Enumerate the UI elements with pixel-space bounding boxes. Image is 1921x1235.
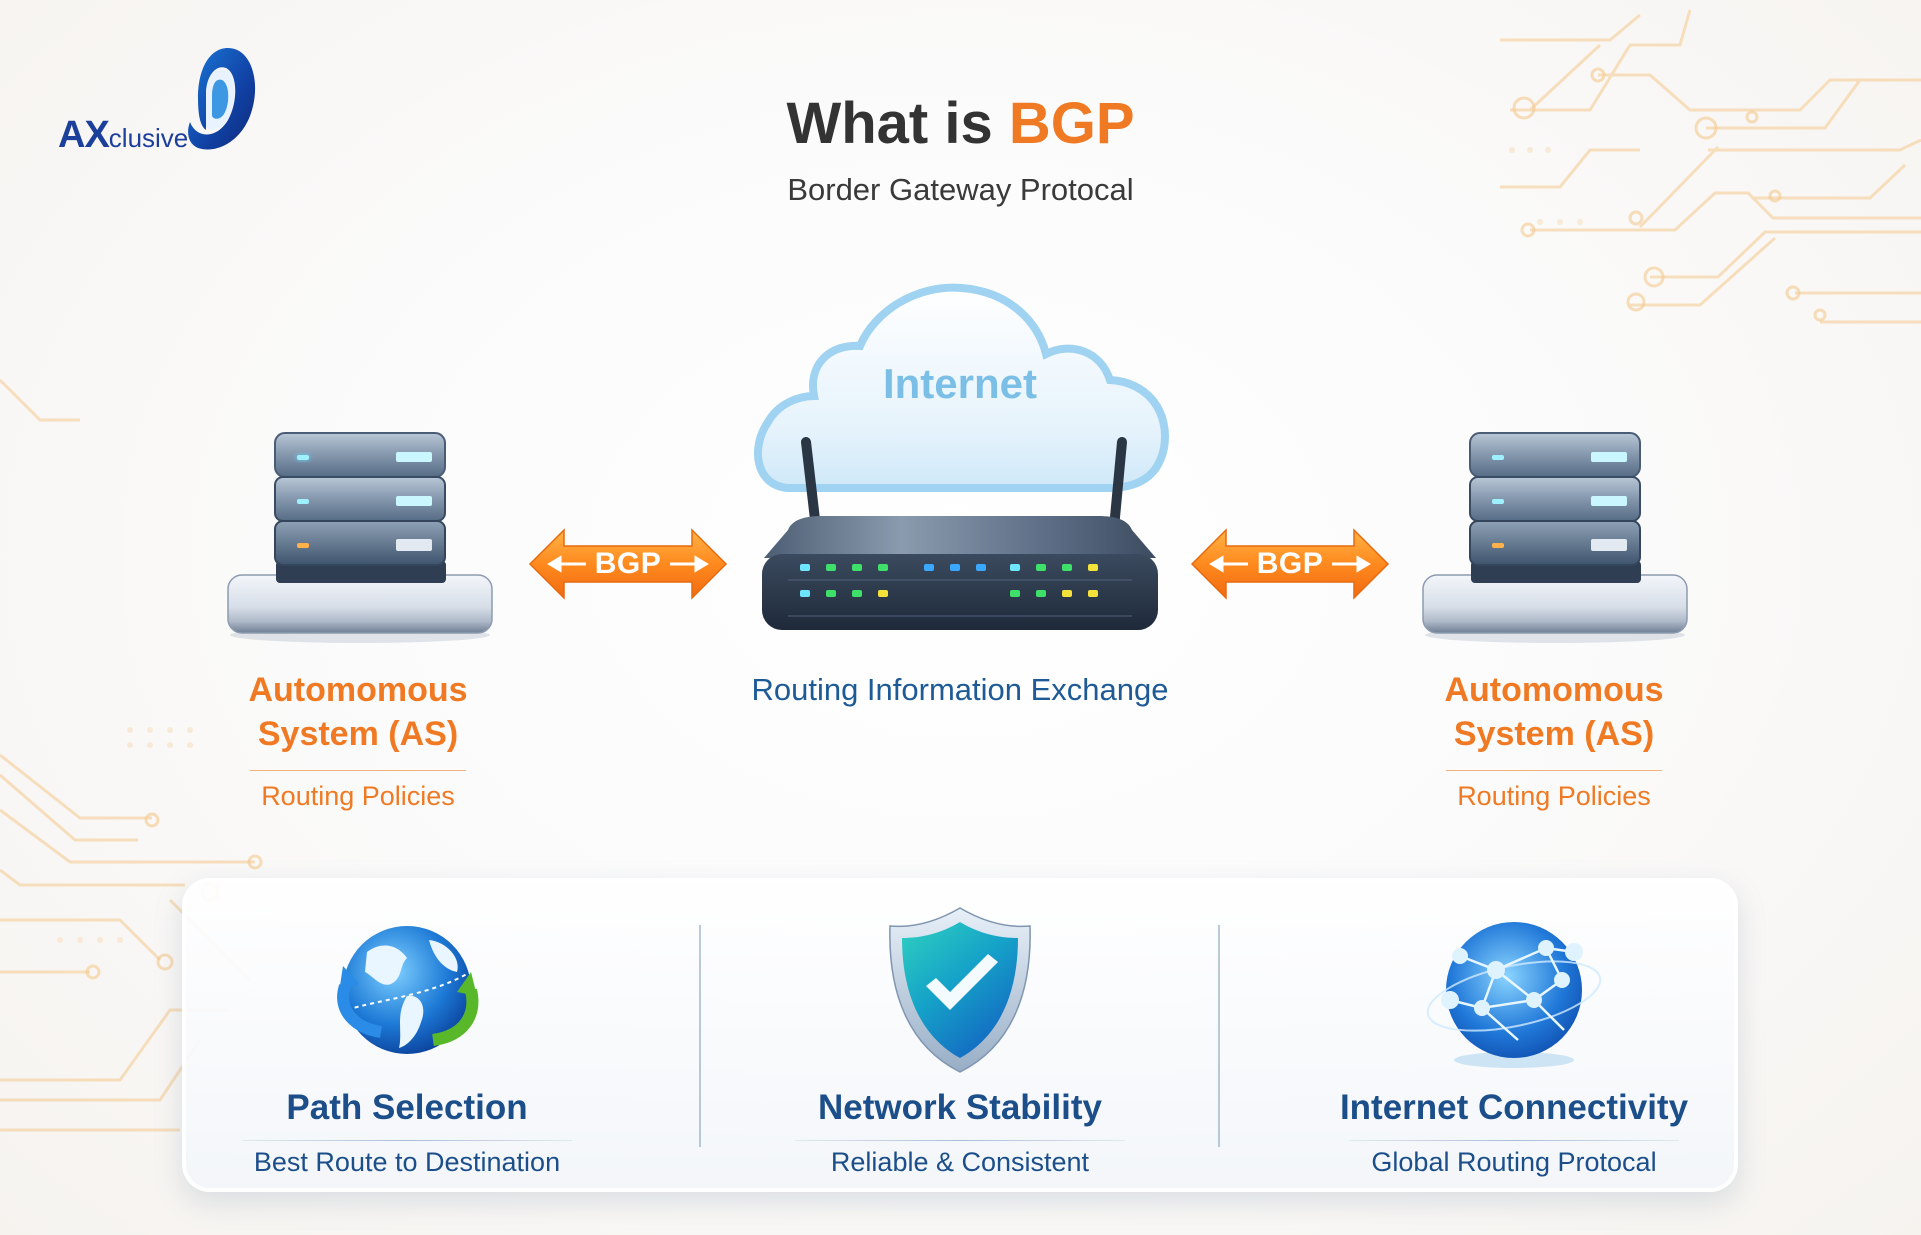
feature-subtitle: Global Routing Protocal	[1371, 1147, 1657, 1177]
router-led	[826, 564, 836, 571]
router-led	[976, 564, 986, 571]
router-led	[1036, 590, 1046, 597]
as-divider	[250, 770, 466, 771]
page-subtitle: Border Gateway Protocal	[787, 172, 1134, 207]
logo-mark-icon	[188, 48, 256, 150]
feature-subtitle: Reliable & Consistent	[830, 1147, 1090, 1177]
network-globe-icon	[1426, 922, 1602, 1068]
server-stack-icon	[227, 432, 493, 643]
bgp-link-right: BGP	[1190, 528, 1390, 600]
router-led	[826, 590, 836, 597]
router-led	[1010, 564, 1020, 571]
as-title-line1: Automomous	[1444, 671, 1664, 709]
router-led	[878, 590, 888, 597]
bgp-label: BGP	[594, 547, 662, 580]
router-caption: Routing Information Exchange	[751, 672, 1169, 707]
router-led	[1062, 564, 1072, 571]
globe-arrows-icon	[337, 926, 479, 1054]
router-led	[1036, 564, 1046, 571]
feature-divider	[242, 1140, 572, 1141]
as-title-line2: System (AS)	[257, 715, 459, 753]
router-led	[1010, 590, 1020, 597]
title-accent: BGP	[1008, 91, 1135, 156]
feature-title: Path Selection	[286, 1088, 528, 1127]
panel-divider	[1218, 925, 1220, 1147]
feature-network-stability: Network Stability Reliable & Consistent	[710, 900, 1210, 1178]
feature-title: Network Stability	[818, 1088, 1102, 1127]
brand-logo: AXclusive	[58, 44, 258, 157]
bgp-link-left: BGP	[528, 528, 728, 600]
router-led	[800, 564, 810, 571]
router-led	[924, 564, 934, 571]
logo-rest-text: clusive	[108, 123, 189, 153]
title-prefix: What is	[786, 91, 1009, 156]
cloud-icon	[753, 283, 1169, 492]
router-led	[1088, 564, 1098, 571]
feature-divider	[1349, 1140, 1679, 1141]
as-title-line1: Automomous	[248, 671, 468, 709]
router-led	[1088, 590, 1098, 597]
router-led	[852, 590, 862, 597]
logo-bold-text: AX	[58, 114, 110, 156]
double-arrow-icon	[528, 528, 728, 600]
right-autonomous-system: Automomous System (AS) Routing Policies	[1404, 668, 1704, 812]
feature-divider	[795, 1140, 1125, 1141]
server-stack-icon	[1422, 432, 1688, 643]
as-title-line2: System (AS)	[1453, 715, 1655, 753]
router-led	[1062, 590, 1072, 597]
router-led	[852, 564, 862, 571]
bgp-label: BGP	[1256, 547, 1324, 580]
feature-subtitle: Best Route to Destination	[253, 1147, 561, 1177]
router-led	[950, 564, 960, 571]
cloud-label: Internet	[882, 360, 1037, 407]
left-autonomous-system: Automomous System (AS) Routing Policies	[208, 668, 508, 812]
router-icon	[762, 437, 1158, 630]
double-arrow-icon	[1190, 528, 1390, 600]
as-subtitle: Routing Policies	[1457, 781, 1651, 811]
as-divider	[1446, 770, 1662, 771]
feature-title: Internet Connectivity	[1339, 1088, 1689, 1127]
router-led	[878, 564, 888, 571]
feature-path-selection: Path Selection Best Route to Destination	[157, 900, 657, 1178]
router-led	[800, 590, 810, 597]
logo-wordmark: AXclusive	[58, 114, 188, 157]
as-subtitle: Routing Policies	[261, 781, 455, 811]
page-title: What is BGP	[0, 90, 1921, 157]
shield-check-icon	[889, 907, 1031, 1073]
feature-internet-connectivity: Internet Connectivity Global Routing Pro…	[1264, 900, 1764, 1178]
panel-divider	[699, 925, 701, 1147]
